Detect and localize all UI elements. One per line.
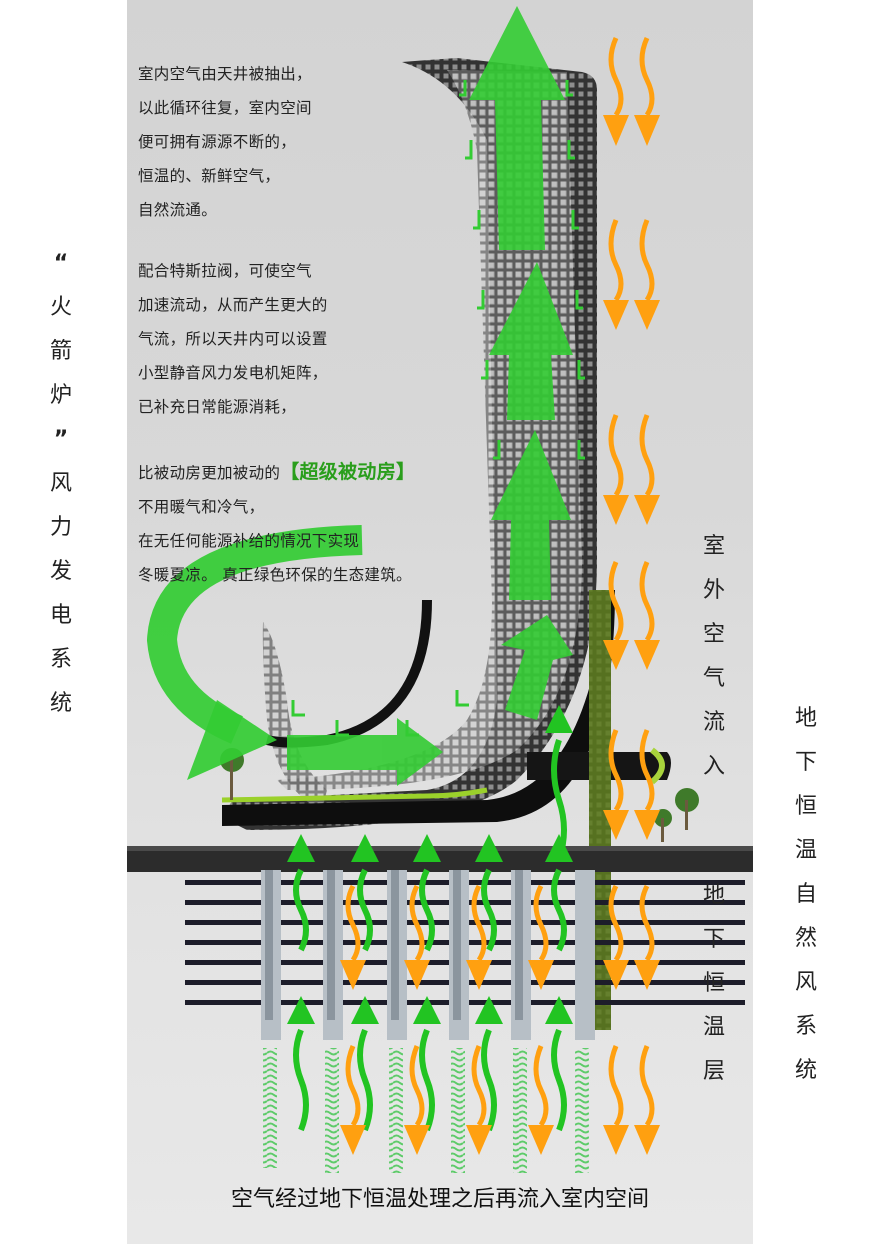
label-char: 恒 (703, 971, 726, 996)
text-line: 恒温的、新鲜空气， (138, 167, 281, 185)
title-char: 箭 (50, 339, 73, 364)
title-char: ” (53, 427, 69, 452)
text-line: 室内空气由天井被抽出， (138, 65, 312, 83)
title-char: 风 (795, 970, 818, 995)
label-char: 温 (703, 1015, 726, 1040)
label-char: 入 (703, 754, 726, 779)
title-char: 温 (795, 838, 818, 863)
text-line: 配合特斯拉阀，可使空气 (138, 262, 312, 280)
label-char: 层 (703, 1059, 726, 1084)
title-char: 系 (50, 647, 73, 672)
text-line: 气流，所以天井内可以设置 (138, 330, 328, 348)
text-line: 自然流通。 (138, 201, 218, 219)
rocket-furnace-wind-power-title: “ 火 箭 炉 ” 风 力 发 电 系 统 (50, 242, 72, 726)
text-line: 冬暖夏凉。 真正绿色环保的生态建筑。 (138, 566, 412, 584)
underground-constant-temp-layer-label: 地 下 恒 温 层 (703, 874, 725, 1094)
description-block-2: 配合特斯拉阀，可使空气 加速流动，从而产生更大的 气流，所以天井内可以设置 小型… (138, 254, 328, 424)
building-airflow-illustration (127, 6, 753, 1173)
title-char: 然 (795, 926, 818, 951)
text-line: 已补充日常能源消耗， (138, 398, 297, 416)
label-char: 流 (703, 710, 726, 735)
title-char: 地 (795, 706, 818, 731)
title-char: 自 (795, 882, 818, 907)
label-char: 地 (703, 883, 726, 908)
title-char: 火 (50, 295, 73, 320)
text-line-with-highlight: 比被动房更加被动的【超级被动房】 (138, 455, 415, 490)
text-line: 不用暖气和冷气， (138, 498, 265, 516)
bottom-caption: 空气经过地下恒温处理之后再流入室内空间 (230, 1187, 649, 1212)
label-char: 外 (703, 578, 726, 603)
underground-natural-wind-system-title: 地 下 恒 温 自 然 风 系 统 (795, 697, 817, 1093)
title-char: 恒 (795, 794, 818, 819)
title-char: 力 (50, 515, 73, 540)
title-char: 风 (50, 471, 73, 496)
outdoor-air-inflow-label: 室 外 空 气 流 入 (703, 525, 725, 789)
title-char: 电 (50, 603, 73, 628)
label-char: 下 (703, 927, 726, 952)
title-char: 统 (795, 1058, 818, 1083)
description-block-1: 室内空气由天井被抽出， 以此循环往复，室内空间 便可拥有源源不断的， 恒温的、新… (138, 57, 312, 227)
title-char: 炉 (50, 383, 73, 408)
title-char: “ (53, 251, 69, 276)
label-char: 室 (703, 534, 726, 559)
text-line: 小型静音风力发电机矩阵， (138, 364, 328, 382)
lead-text: 比被动房更加被动的 (138, 464, 281, 482)
text-line: 加速流动，从而产生更大的 (138, 296, 328, 314)
description-block-3: 比被动房更加被动的【超级被动房】 不用暖气和冷气， 在无任何能源补给的情况下实现… (138, 455, 415, 592)
label-char: 气 (703, 666, 726, 691)
title-char: 系 (795, 1014, 818, 1039)
title-char: 统 (50, 691, 73, 716)
label-char: 空 (703, 622, 726, 647)
title-char: 下 (795, 750, 818, 775)
super-passive-house-highlight: 【超级被动房】 (280, 461, 416, 483)
title-char: 发 (50, 559, 73, 584)
text-line: 以此循环往复，室内空间 (138, 99, 312, 117)
text-line: 便可拥有源源不断的， (138, 133, 297, 151)
text-line: 在无任何能源补给的情况下实现 (138, 532, 360, 550)
diagram-panel: 室内空气由天井被抽出， 以此循环往复，室内空间 便可拥有源源不断的， 恒温的、新… (127, 0, 753, 1244)
